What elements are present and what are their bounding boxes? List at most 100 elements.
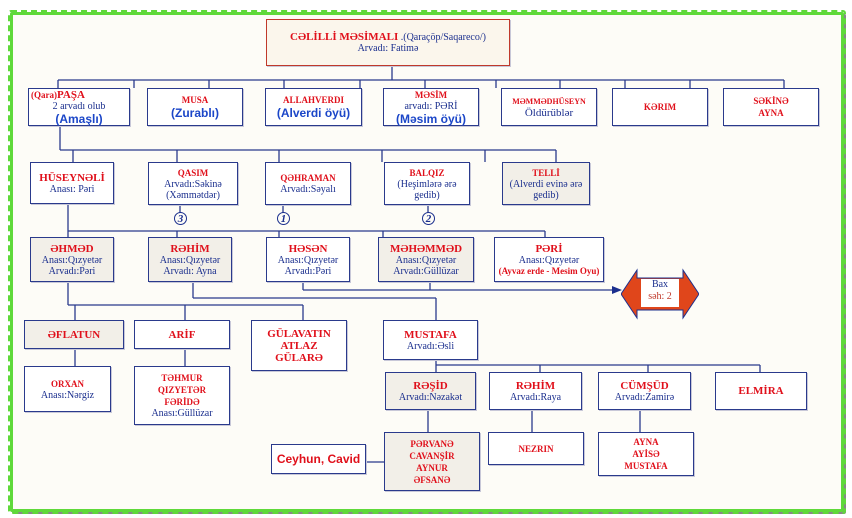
person-note: 2 arvadı olub xyxy=(52,100,106,112)
person-name: Ceyhun, Cavid xyxy=(276,451,361,466)
person-name: KƏRIM xyxy=(643,102,677,112)
person-box-telli: TELLİ (Alverdi evinə ərə gedib) xyxy=(502,162,590,205)
person-box-nezrin: NEZRIN xyxy=(488,432,584,465)
person-note: (Xəmmətdər) xyxy=(166,189,220,201)
person-box-elmira: ELMİRA xyxy=(715,372,807,410)
root-person-box: CƏLİLLİ MƏSİMALI .(Qaraçöp/Saqareco/) Ar… xyxy=(266,19,510,66)
marker-1: 1 xyxy=(277,212,290,225)
person-spouse: Arvadı:Pəri xyxy=(284,265,332,277)
person-name: ƏFSANƏ xyxy=(413,474,451,485)
person-name: MUSTAFA xyxy=(404,328,457,341)
person-spouse: Arvadı: Ayna xyxy=(163,265,217,277)
person-spouse: Arvadı:Güllüzar xyxy=(393,265,459,277)
person-mother: Anası:Nərgiz xyxy=(40,389,95,401)
person-box-qasim: QASIM Arvadı:Səkinə (Xəmmətdər) xyxy=(148,162,238,205)
marker-2: 2 xyxy=(422,212,435,225)
person-note: gedib) xyxy=(533,189,559,201)
person-name: HƏSƏN xyxy=(288,242,328,255)
person-box-ehmed: ƏHMƏD Anası:Qızyetər Arvadı:Pəri xyxy=(30,237,114,282)
person-note: (Alverdi evinə ərə xyxy=(509,178,583,190)
person-box-rehim: RƏHİM Anası:Qızyetər Arvadı: Ayna xyxy=(148,237,232,282)
person-note: (Ayvaz erde - Mesim Oyu) xyxy=(498,265,600,276)
person-box-allahverdi: ALLAHVERDI (Alverdi öyü) xyxy=(265,88,362,126)
person-name: QIZYETƏR xyxy=(157,385,207,395)
person-name: GÜLAVATIN xyxy=(267,327,331,340)
person-name: PƏRVANƏ xyxy=(410,438,454,449)
person-name: FƏRİDƏ xyxy=(164,397,200,407)
person-spouse: Arvadı:Səkinə xyxy=(164,178,222,190)
person-name: RƏHİM xyxy=(170,242,210,255)
person-clan: (Alverdi öyü) xyxy=(276,106,351,120)
person-name: MUSA xyxy=(181,95,209,105)
person-box-ayna-ayise-mustafa: AYNA AYİSƏ MUSTAFA xyxy=(598,432,694,476)
person-name: MƏHƏMMƏD xyxy=(389,242,463,255)
person-box-qehraman: QƏHRAMAN Arvadı:Səyalı xyxy=(265,162,351,205)
person-name: MUSTAFA xyxy=(624,461,668,471)
person-box-gulavatin: GÜLAVATIN ATLAZ GÜLARƏ xyxy=(251,320,347,371)
see-page-2-link[interactable]: Bax səh: 2 xyxy=(620,268,700,320)
person-mother: Anası:Güllüzar xyxy=(151,408,213,419)
person-name: NEZRIN xyxy=(518,443,554,454)
person-clan: (Amaşlı) xyxy=(55,111,103,126)
see-page-label: Bax xyxy=(651,279,669,290)
person-box-orxan: ORXAN Anası:Nərgiz xyxy=(24,366,111,412)
person-spouse: Arvadı:Nəzakət xyxy=(398,391,463,403)
person-clan: (Məsim öyü) xyxy=(395,111,466,126)
person-spouse: Arvadı:Pəri xyxy=(48,265,96,277)
person-box-pasa: (Qara)PAŞA 2 arvadı olub (Amaşlı) xyxy=(28,88,130,126)
person-mother: Anası: Pəri xyxy=(49,183,95,195)
person-name: ƏFLATUN xyxy=(47,328,101,341)
person-name: ƏHMƏD xyxy=(50,242,94,255)
person-box-eflatun: ƏFLATUN xyxy=(24,320,124,349)
person-name: ATLAZ xyxy=(280,339,318,352)
person-note: Öldürüblər xyxy=(524,106,574,119)
person-box-kerim: KƏRIM xyxy=(612,88,708,126)
person-box-huseyneli: HÜSEYNƏLİ Anası: Pəri xyxy=(30,162,114,204)
person-box-tehmur: TƏHMUR QIZYETƏR FƏRİDƏ Anası:Güllüzar xyxy=(134,366,230,425)
person-name: TƏHMUR xyxy=(161,373,203,383)
person-name: AYNA xyxy=(758,108,784,118)
person-spouse: Arvadı:Raya xyxy=(509,391,562,403)
person-box-ceyhun-cavid: Ceyhun, Cavid xyxy=(271,444,366,474)
person-box-balqiz: BALQIZ (Heşimlərə ərə gedib) xyxy=(384,162,470,205)
person-name: TELLİ xyxy=(532,167,560,178)
person-clan: (Zurablı) xyxy=(171,106,219,120)
person-box-cumshud: CÜMŞÜD Arvadı:Zamirə xyxy=(598,372,691,410)
person-box-sekine-ayna: SƏKİNƏ AYNA xyxy=(723,88,819,126)
person-box-arif: ARİF xyxy=(134,320,230,349)
root-name: CƏLİLLİ MƏSİMALI xyxy=(290,31,399,43)
person-name: ARİF xyxy=(168,328,196,341)
person-box-mustafa: MUSTAFA Arvadı:Əsli xyxy=(383,320,478,360)
marker-3: 3 xyxy=(174,212,187,225)
person-box-mesim: MƏSİM arvadı: PƏRİ (Məsim öyü) xyxy=(383,88,479,126)
person-box-musa: MUSA (Zurablı) xyxy=(147,88,243,126)
person-spouse: Arvadı:Əsli xyxy=(406,340,455,352)
person-spouse: arvadı: PƏRİ xyxy=(404,100,458,112)
person-mother: Anası:Qızyetər xyxy=(395,254,457,266)
person-box-hesen: HƏSƏN Anası:Qızyetər Arvadı:Pəri xyxy=(266,237,350,282)
person-name: GÜLARƏ xyxy=(275,351,323,364)
root-spouse: Arvadı: Fatimə xyxy=(357,43,419,54)
person-name: QƏHRAMAN xyxy=(280,173,336,183)
person-prefix: (Qara) xyxy=(31,89,57,100)
person-name: ORXAN xyxy=(51,378,84,389)
person-note: gedib) xyxy=(414,189,440,201)
person-mother: Anası:Qızyetər xyxy=(518,254,580,266)
person-box-pervane: PƏRVANƏ CAVANŞİR AYNUR ƏFSANƏ xyxy=(384,432,480,491)
person-name: PAŞA xyxy=(57,88,85,101)
person-name: QASIM xyxy=(177,167,209,178)
person-mother: Anası:Qızyetər xyxy=(41,254,103,266)
person-name: AYİSƏ xyxy=(632,449,660,459)
person-box-reshid: RƏŞİD Arvadı:Nəzakət xyxy=(385,372,476,410)
person-mother: Anası:Qızyetər xyxy=(159,254,221,266)
person-name: ELMİRA xyxy=(738,385,784,397)
person-name: MƏSİM xyxy=(414,89,448,100)
person-spouse: Arvadı:Zamirə xyxy=(614,391,675,403)
person-spouse: Arvadı:Səyalı xyxy=(280,184,336,195)
person-name: CÜMŞÜD xyxy=(620,379,669,392)
person-box-memmedhuseyn: MƏMMƏDHÜSEYN Öldürüblər xyxy=(501,88,597,126)
person-box-peri: PƏRİ Anası:Qızyetər (Ayvaz erde - Mesim … xyxy=(494,237,604,282)
root-origin: .(Qaraçöp/Saqareco/) xyxy=(400,32,486,43)
person-name: CAVANŞİR xyxy=(409,450,455,461)
